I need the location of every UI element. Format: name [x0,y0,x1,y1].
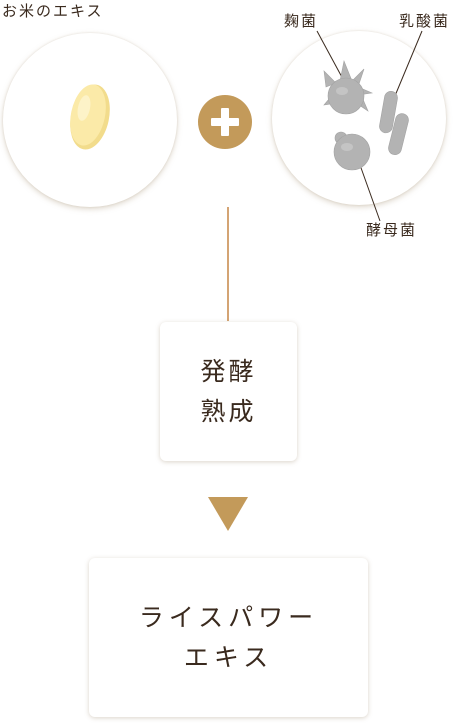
maturation-text: 熟成 [200,396,257,426]
microbe-circle [272,31,446,205]
rice-grain-icon [70,84,110,150]
fermentation-text: 発酵 [200,356,257,386]
koji-label: 麹菌 [284,12,319,30]
koji-icon [323,59,374,115]
connector-line [227,207,229,321]
result-text-line2: エキス [183,642,274,672]
microbes-illustration [316,30,423,222]
result-text-line1: ライスパワー [138,602,319,632]
rice-extract-label: お米のエキス [2,2,104,20]
fermentation-box: 発酵 熟成 [160,322,297,461]
result-box: ライスパワー エキス [89,558,368,717]
yeast-icon [333,131,371,171]
lactic-acid-bacteria-icon [379,91,409,155]
down-arrow-icon [208,497,248,531]
plus-icon [198,95,252,149]
lactic-acid-bacteria-label: 乳酸菌 [399,12,451,30]
yeast-label: 酵母菌 [366,221,418,239]
